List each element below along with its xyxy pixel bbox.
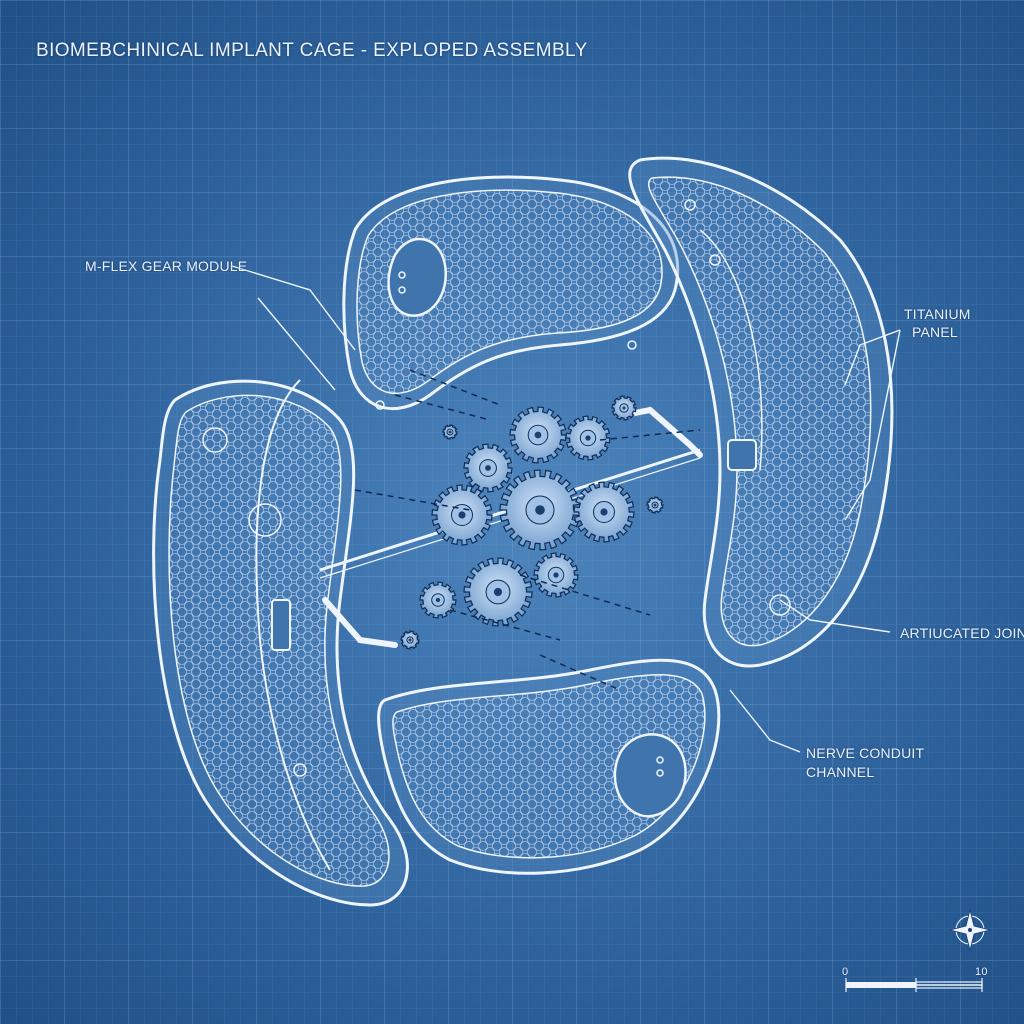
- gear-axle-10: [622, 406, 626, 410]
- bottom-panel: [377, 658, 721, 875]
- gear-axle-2: [585, 435, 591, 441]
- articulated-joint-callout: ARTIUCATED JOINT: [900, 625, 1024, 641]
- scale-bar-start-label: 0: [842, 966, 849, 978]
- titanium-panel-callout-line2: PANEL: [912, 324, 958, 340]
- gear-axle-9: [435, 597, 441, 603]
- gear-axle-1: [534, 431, 542, 439]
- gear-axle-7: [553, 572, 559, 578]
- left-panel: [152, 379, 409, 907]
- nerve-channel-callout-line2: CHANNEL: [806, 764, 875, 780]
- titanium-panel-callout-line1: TITANIUM: [904, 306, 971, 322]
- right-titanium-panel: [628, 156, 894, 668]
- gear-axle-13: [408, 638, 412, 642]
- assembly-guides: [354, 369, 701, 691]
- nerve-channel-callout-line1: NERVE CONDUIT: [806, 745, 925, 761]
- leader-lines: [231, 265, 901, 753]
- m-flex-gear-module: [400, 395, 664, 650]
- top-panel: [342, 175, 680, 411]
- gear-axle-12: [653, 503, 657, 507]
- gear-axle-3: [485, 465, 491, 471]
- scale-bar-end-label: 10: [975, 966, 988, 978]
- gear-axle-6: [600, 508, 608, 516]
- diagram-title: BIOMEBCHINICAL IMPLANT CAGE - EXPLOPED A…: [36, 40, 588, 61]
- scale-bar: [845, 978, 983, 992]
- gear-axle-11: [448, 430, 452, 434]
- compass-rose-icon: [949, 909, 991, 951]
- gear-axle-5: [535, 505, 545, 515]
- gear-axle-4: [458, 511, 466, 519]
- gear-axle-8: [493, 587, 503, 597]
- gear-module-callout: M-FLEX GEAR MODULE: [85, 258, 248, 274]
